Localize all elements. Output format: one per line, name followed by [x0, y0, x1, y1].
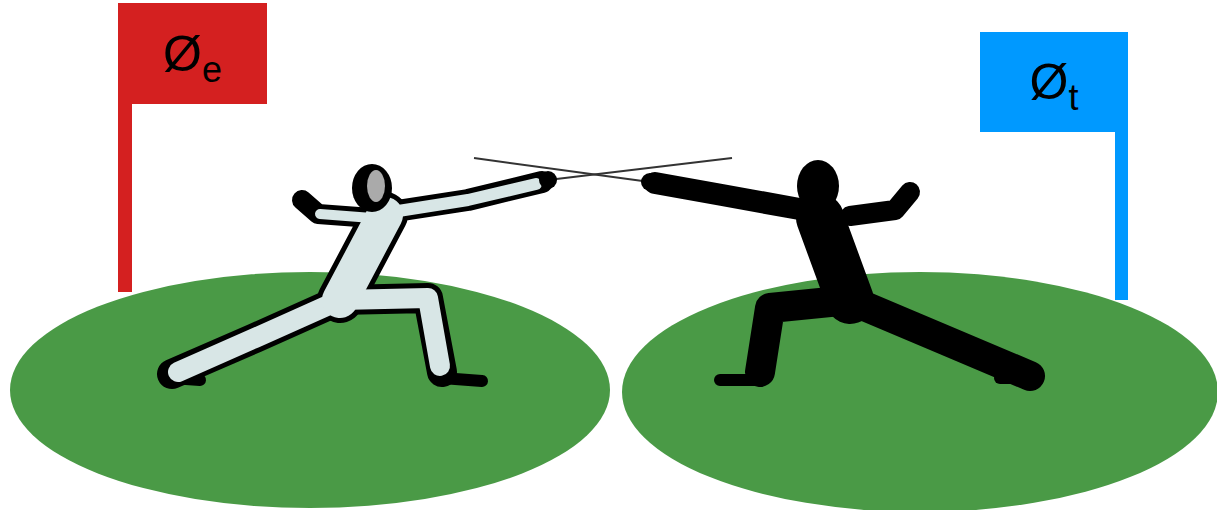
- flag-pole: [1115, 128, 1128, 300]
- symbol-text: Ø: [1030, 57, 1069, 107]
- flag-label: Øt: [980, 32, 1128, 132]
- flag-pole: [118, 100, 132, 292]
- subscript-text: e: [202, 52, 222, 88]
- foil-blade: [474, 158, 650, 182]
- foil-blade: [548, 158, 732, 180]
- flag-label: Øe: [118, 3, 267, 104]
- fencer-left: [172, 164, 557, 381]
- ground-ellipse: [622, 272, 1217, 510]
- ground-ellipse: [10, 272, 610, 508]
- subscript-text: t: [1068, 80, 1078, 116]
- symbol-text: Ø: [163, 29, 202, 79]
- fencer-right: [641, 160, 1034, 380]
